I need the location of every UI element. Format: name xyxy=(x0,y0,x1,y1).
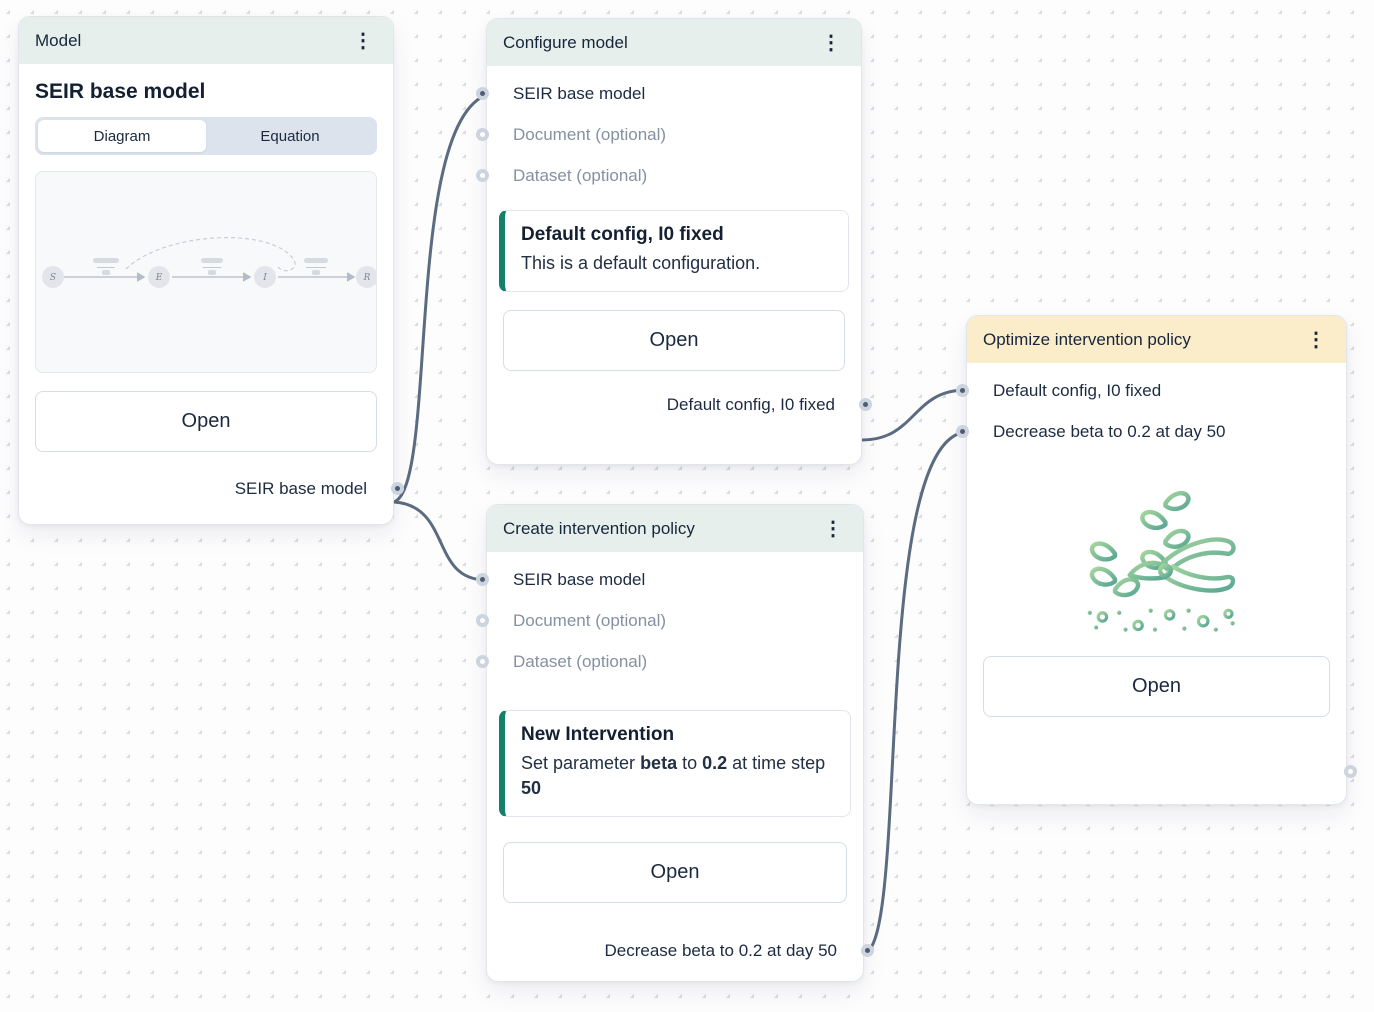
input-row-intervention: Decrease beta to 0.2 at day 50 xyxy=(956,411,1346,452)
input-port-config[interactable] xyxy=(956,384,969,397)
input-port-dataset[interactable] xyxy=(476,655,489,668)
rate-label-smudges xyxy=(93,258,328,275)
kebab-menu-icon[interactable]: ⋮ xyxy=(349,29,377,53)
node-title: Configure model xyxy=(503,32,628,52)
desc-value: 0.2 xyxy=(702,753,728,773)
optimize-output-port[interactable] xyxy=(1344,765,1357,778)
state-r: R xyxy=(363,273,371,283)
config-summary-card[interactable]: Default config, I0 fixed This is a defau… xyxy=(499,210,849,293)
input-row-model: SEIR base model xyxy=(476,559,863,600)
configure-output-row: Default config, I0 fixed xyxy=(487,384,872,425)
input-label: SEIR base model xyxy=(513,569,646,589)
input-row-document: Document (optional) xyxy=(476,600,863,641)
configure-output-port[interactable] xyxy=(859,398,872,412)
input-port-dataset[interactable] xyxy=(476,169,489,182)
edge-create-to-optimize[interactable] xyxy=(862,430,968,955)
node-title: Model xyxy=(35,30,82,50)
open-optimize-button[interactable]: Open xyxy=(983,656,1330,717)
input-label: Default config, I0 fixed xyxy=(993,380,1162,400)
node-model[interactable]: Model ⋮ SEIR base model Diagram Equation xyxy=(18,16,404,525)
desc-time: 50 xyxy=(521,778,542,799)
desc-text: to xyxy=(677,753,703,773)
desc-param: beta xyxy=(640,753,678,773)
node-configure-header[interactable]: Configure model ⋮ xyxy=(487,19,861,66)
kebab-menu-icon[interactable]: ⋮ xyxy=(819,517,847,541)
input-row-dataset: Dataset (optional) xyxy=(476,641,863,682)
node-title: Create intervention policy xyxy=(503,518,695,538)
intervention-description: Set parameter beta to 0.2 at time step 5… xyxy=(521,751,834,801)
config-description: This is a default configuration. xyxy=(521,253,761,273)
create-output-row: Decrease beta to 0.2 at day 50 xyxy=(487,930,874,971)
state-s: S xyxy=(50,273,56,283)
tab-equation[interactable]: Equation xyxy=(260,127,320,145)
input-label: Dataset (optional) xyxy=(513,165,648,185)
model-name: SEIR base model xyxy=(35,80,206,103)
intervention-title: New Intervention xyxy=(521,724,675,745)
state-e: E xyxy=(155,273,163,283)
input-label: Document (optional) xyxy=(513,124,667,144)
tab-diagram[interactable]: Diagram xyxy=(38,120,206,152)
kebab-menu-icon[interactable]: ⋮ xyxy=(817,31,845,55)
model-output-label: SEIR base model xyxy=(234,478,367,498)
state-i: I xyxy=(262,273,267,283)
open-create-button[interactable]: Open xyxy=(503,842,847,904)
config-title: Default config, I0 fixed xyxy=(521,224,724,245)
state-nodes: S E I R xyxy=(42,266,376,288)
create-output-port[interactable] xyxy=(861,944,874,958)
input-label: Document (optional) xyxy=(513,610,667,630)
input-row-model: SEIR base model xyxy=(476,73,861,114)
input-port-model[interactable] xyxy=(476,573,489,586)
input-port-document[interactable] xyxy=(476,128,489,141)
open-model-button[interactable]: Open xyxy=(35,391,377,452)
model-output-port[interactable] xyxy=(391,482,404,495)
input-row-document: Document (optional) xyxy=(476,114,861,155)
node-optimize-header[interactable]: Optimize intervention policy ⋮ xyxy=(967,316,1346,363)
input-label: Decrease beta to 0.2 at day 50 xyxy=(993,421,1226,441)
input-row-dataset: Dataset (optional) xyxy=(476,155,861,196)
create-output-label: Decrease beta to 0.2 at day 50 xyxy=(604,940,838,960)
seir-diagram: S E I R xyxy=(42,237,376,288)
configure-output-label: Default config, I0 fixed xyxy=(666,394,835,414)
node-create-intervention[interactable]: Create intervention policy ⋮ SEIR base m… xyxy=(476,504,874,982)
node-model-header[interactable]: Model ⋮ xyxy=(19,17,393,64)
node-title: Optimize intervention policy xyxy=(983,329,1191,349)
open-configure-button[interactable]: Open xyxy=(503,310,845,372)
node-configure-model[interactable]: Configure model ⋮ SEIR base model Docume… xyxy=(476,18,872,465)
edge-configure-to-optimize[interactable] xyxy=(860,388,968,442)
input-label: Dataset (optional) xyxy=(513,651,648,671)
seir-dashed-arc xyxy=(125,237,296,272)
desc-text: Set parameter xyxy=(521,753,641,773)
edge-model-to-configure[interactable] xyxy=(392,93,488,504)
desc-text: at time step xyxy=(727,753,826,773)
kebab-menu-icon[interactable]: ⋮ xyxy=(1302,328,1330,352)
node-optimize[interactable]: Optimize intervention policy ⋮ Default c… xyxy=(956,315,1357,805)
optimize-illustration-wrap xyxy=(967,476,1346,634)
input-port-model[interactable] xyxy=(476,87,489,100)
input-row-config: Default config, I0 fixed xyxy=(956,370,1346,411)
input-port-document[interactable] xyxy=(476,614,489,627)
model-output-row: SEIR base model xyxy=(19,468,404,509)
edge-model-to-create[interactable] xyxy=(392,500,488,582)
model-diagram-preview: S E I R xyxy=(35,171,377,373)
pruning-shears-icon xyxy=(1082,490,1236,632)
input-port-intervention[interactable] xyxy=(956,425,969,438)
input-label: SEIR base model xyxy=(513,83,646,103)
node-create-header[interactable]: Create intervention policy ⋮ xyxy=(487,505,863,552)
view-tabs: Diagram Equation xyxy=(35,117,377,155)
intervention-summary-card[interactable]: New Intervention Set parameter beta to 0… xyxy=(499,710,851,818)
